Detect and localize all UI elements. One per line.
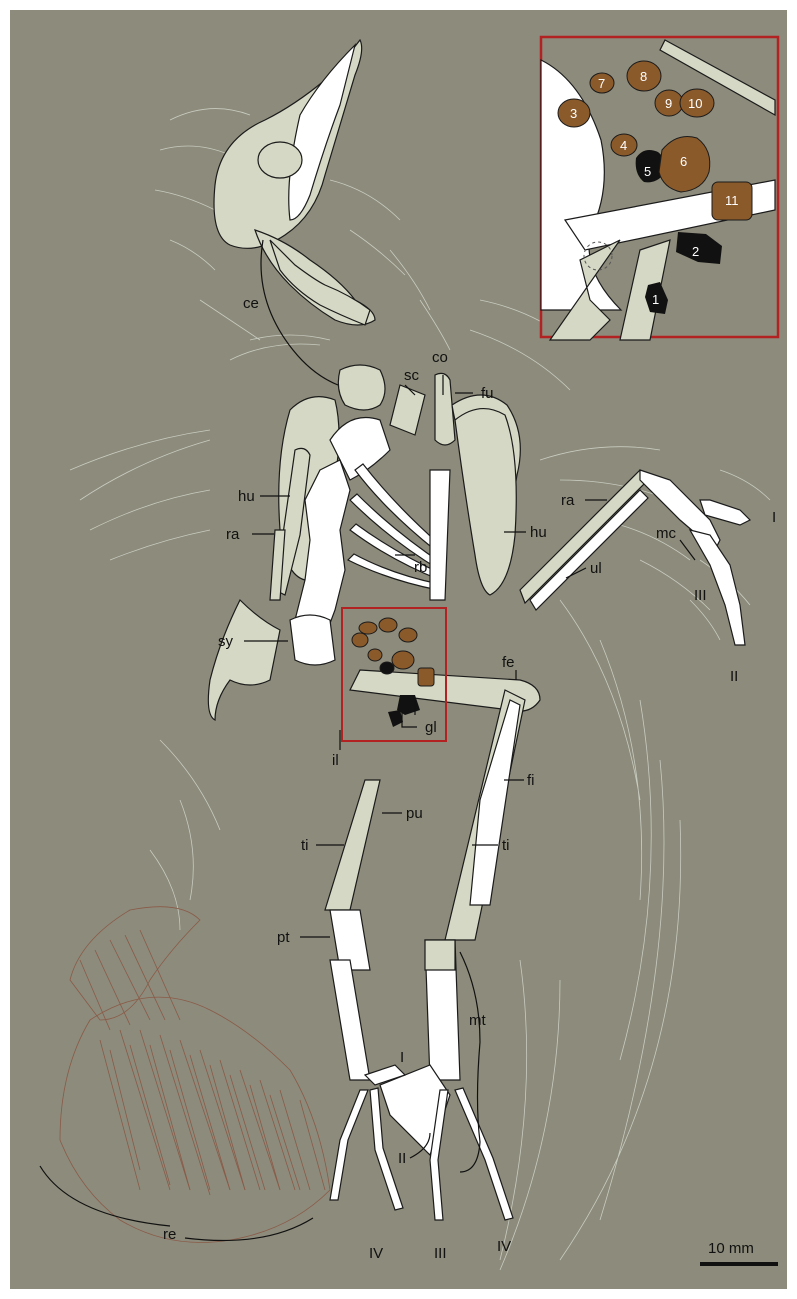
scale-bar-label: 10 mm bbox=[708, 1240, 754, 1257]
label-wing-digit-II: II bbox=[730, 668, 738, 685]
gastrolith-11-number: 11 bbox=[725, 193, 739, 208]
label-toe-II: II bbox=[398, 1150, 406, 1167]
label-fi: fi bbox=[527, 772, 535, 789]
gastrolith-10-number: 10 bbox=[688, 96, 702, 111]
label-hu-left: hu bbox=[238, 488, 255, 505]
label-ra-right: ra bbox=[561, 492, 575, 509]
label-ti-right: ti bbox=[502, 837, 510, 854]
label-ul: ul bbox=[590, 560, 602, 577]
gastrolith-7-number: 7 bbox=[598, 76, 605, 91]
label-gl: gl bbox=[425, 719, 437, 736]
gastrolith-9-number: 9 bbox=[665, 96, 672, 111]
label-wing-digit-III: III bbox=[694, 587, 707, 604]
gastrolith-2-number: 2 bbox=[692, 244, 699, 259]
label-ti-left: ti bbox=[301, 837, 309, 854]
scale-bar-line bbox=[700, 1262, 778, 1266]
label-toe-IV-left: IV bbox=[369, 1245, 383, 1262]
gastrolith-3-number: 3 bbox=[570, 106, 577, 121]
gastrolith-1-number: 1 bbox=[652, 292, 659, 307]
label-ce: ce bbox=[243, 295, 259, 312]
gastrolith-8-number: 8 bbox=[640, 69, 647, 84]
gastrolith-4-number: 4 bbox=[620, 138, 627, 153]
gastrolith-5-number: 5 bbox=[644, 164, 651, 179]
label-toe-IV-right: IV bbox=[497, 1238, 511, 1255]
label-il: il bbox=[332, 752, 339, 769]
label-ra-left: ra bbox=[226, 526, 240, 543]
label-co: co bbox=[432, 349, 448, 366]
label-rb: rb bbox=[414, 559, 427, 576]
label-fu: fu bbox=[481, 385, 494, 402]
label-sc: sc bbox=[404, 367, 420, 384]
label-mt: mt bbox=[469, 1012, 486, 1029]
label-toe-I: I bbox=[400, 1049, 404, 1066]
label-fe: fe bbox=[502, 654, 515, 671]
label-wing-digit-I: I bbox=[772, 509, 776, 526]
label-pt: pt bbox=[277, 929, 290, 946]
label-toe-III: III bbox=[434, 1245, 447, 1262]
gastrolith-6-number: 6 bbox=[680, 154, 687, 169]
label-re: re bbox=[163, 1226, 176, 1243]
label-pu: pu bbox=[406, 805, 423, 822]
label-sy: sy bbox=[218, 633, 234, 650]
label-mc: mc bbox=[656, 525, 676, 542]
label-hu-right: hu bbox=[530, 524, 547, 541]
